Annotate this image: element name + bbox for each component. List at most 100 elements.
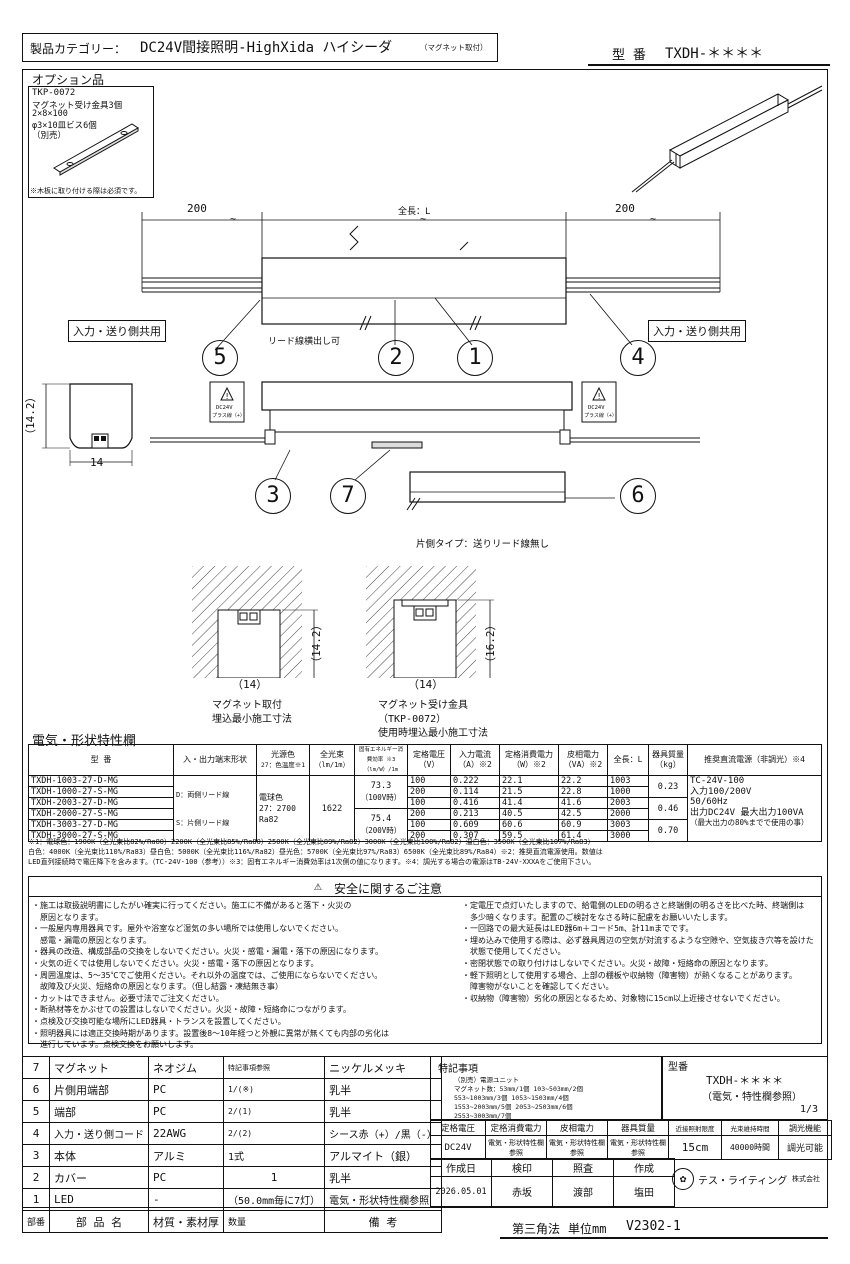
tb-model-box xyxy=(662,1056,828,1120)
tb-v-power: 電気・形状特性欄参照 xyxy=(485,1135,547,1160)
callout-1: 1 xyxy=(457,340,493,376)
callout-7: 7 xyxy=(330,478,366,514)
tb-h-mass: 器具質量 xyxy=(607,1120,669,1136)
tb-model-value: TXDH-＊＊＊＊ xyxy=(706,1074,784,1087)
notes-line-1: マグネット数：53mm/1個 103~503mm/2個 xyxy=(454,1085,583,1093)
safety-title-line xyxy=(28,896,822,897)
parts-footer-note: 備 考 xyxy=(324,1210,442,1233)
safety-right-2: ・一回路での最大延長はLED器6m＋コード5m、計11mまでです。 xyxy=(462,924,694,934)
category-box xyxy=(22,33,498,62)
hdr-power: 定格消費電力（W）※2 xyxy=(499,744,559,776)
part-name-5: 端部 xyxy=(49,1100,150,1123)
power-4: 40.5 xyxy=(499,808,559,820)
tb-v-dist: 15cm xyxy=(668,1135,722,1160)
category-main: DC24V間接照明-HighXida ハイシーダ xyxy=(140,40,393,56)
mass-2: 0.46 xyxy=(648,797,688,820)
model-3: TXDH-2003-27-D-MG xyxy=(28,797,174,809)
safety-left-8: ・カットはできません。必要寸法でご注文ください。 xyxy=(32,993,224,1003)
company-name: テス・ライティング xyxy=(698,1176,788,1187)
safety-right-5: ・密閉状態での取り付けはしないでください。火災・故障・短絡命の原因となります。 xyxy=(462,958,773,968)
safety-left-7: 故障及び火災、短絡命の原因となります。（但し結露・凍結無き事） xyxy=(32,982,283,992)
tb-insp: 検印 xyxy=(491,1158,553,1177)
volt-1: 100 xyxy=(407,775,451,787)
category-prefix: 製品カテゴリー： xyxy=(30,42,127,56)
parts-footer-mat: 材質・素材厚 xyxy=(148,1210,225,1233)
volt-3: 100 xyxy=(407,797,451,809)
part-mat-2: PC xyxy=(148,1166,225,1189)
embed-cap2-l3: 使用時埋込最小施工寸法 xyxy=(378,728,488,739)
power-2: 21.5 xyxy=(499,786,559,798)
len-1: 1003 xyxy=(607,775,649,787)
embed-height-1: （14.2） xyxy=(310,619,323,669)
parts-footer-name: 部 品 名 xyxy=(49,1210,150,1233)
safety-right-1: 多少暗くなります。配置のご検討をなさる時に配慮をお願いいたします。 xyxy=(462,912,733,922)
option-code: TKP-0072 xyxy=(32,88,76,98)
safety-right-6: ・軽下照明として使用する場合、上部の棚板や収納物（障害物）が熱くなることがありま… xyxy=(462,970,797,980)
label-io-left: 入力・送り側共用 xyxy=(68,320,166,342)
va-1: 22.2 xyxy=(558,775,608,787)
curr-5: 0.609 xyxy=(450,819,500,831)
embed-width-1: （14） xyxy=(232,678,268,691)
dim-right: 200 xyxy=(615,202,635,215)
part-finish-6: 乳半 xyxy=(324,1078,442,1101)
model-1: TXDH-1003-27-D-MG xyxy=(28,775,174,787)
hdr-io: 入・出力端末形状 xyxy=(173,744,257,776)
safety-right: ・定電圧で点灯いたしますので、給電側のLEDの明るさと終端側の明るさを比べた時、… xyxy=(462,900,814,1004)
va-4: 42.5 xyxy=(558,808,608,820)
dim-left: 200 xyxy=(187,202,207,215)
single-side-note: 片側タイプ：送りリード線無し xyxy=(416,539,550,550)
hdr-mass: 器具質量（kg） xyxy=(648,744,688,776)
mass-3: 0.70 xyxy=(648,819,688,842)
model-label: 型 番 xyxy=(612,48,646,63)
tb-sign-table: 作成日 検印 照査 作成 2026.05.01 赤坂 渡部 塩田 xyxy=(430,1158,675,1207)
eff-cell-2: 75.4（200V時） xyxy=(354,808,408,842)
option-title: オプション品 xyxy=(32,73,105,87)
tb-v-volt: DC24V xyxy=(430,1135,486,1160)
warn-text-left-1: DC24V xyxy=(216,405,233,411)
safety-box xyxy=(28,876,822,1044)
part-mat-7: ネオジム xyxy=(148,1056,225,1079)
tb-date: 2026.05.01 xyxy=(430,1176,492,1207)
part-finish-2: 乳半 xyxy=(324,1166,442,1189)
embed-figure-2 xyxy=(366,566,494,678)
model-value: TXDH-＊＊＊＊ xyxy=(665,46,764,62)
part-qty-2: 1 xyxy=(223,1166,326,1189)
safety-left-10: ・点検及び交換可能な場所にLED器具・トランスを設置してください。 xyxy=(32,1016,286,1026)
part-no-1: 1 xyxy=(21,1188,51,1211)
callout-3: 3 xyxy=(255,478,291,514)
part-name-6: 片側用端部 xyxy=(49,1078,150,1101)
tb-check: 照査 xyxy=(552,1158,614,1177)
svg-text:~: ~ xyxy=(650,214,656,225)
notes-line-3: 1553~2003mm/5個 2053~2503mm/6個 xyxy=(454,1103,573,1111)
part-qty-3: 1式 xyxy=(223,1144,326,1167)
part-qty-4: 2/(2) xyxy=(223,1122,326,1145)
part-qty-7: 特記事項参照 xyxy=(223,1056,326,1079)
part-name-2: カバー xyxy=(49,1166,150,1189)
option-line-2: 2×8×100 xyxy=(32,109,68,119)
header-underline xyxy=(588,64,830,66)
volt-6: 200 xyxy=(407,830,451,842)
part-no-5: 5 xyxy=(21,1100,51,1123)
dim-total: 全長：L xyxy=(398,207,431,217)
hdr-curr: 入力電流（A）※2 xyxy=(450,744,500,776)
eff-cell-1: 73.3（100V時） xyxy=(354,775,408,809)
hdr-model: 型 番 xyxy=(28,744,174,776)
part-finish-5: 乳半 xyxy=(324,1100,442,1123)
option-box xyxy=(28,86,154,198)
part-no-3: 3 xyxy=(21,1144,51,1167)
tb-h-dist: 近接照射限度 xyxy=(668,1120,722,1136)
hdr-len: 全長：L xyxy=(607,744,649,776)
version: V2302-1 xyxy=(626,1219,681,1234)
embed-figure-1 xyxy=(192,566,318,678)
len-2: 1000 xyxy=(607,786,649,798)
svg-text:~: ~ xyxy=(420,214,426,225)
hdr-va: 皮相電力（VA）※2 xyxy=(558,744,608,776)
unit: 単位mm xyxy=(568,1222,607,1236)
tb-h-volt: 定格電圧 xyxy=(430,1120,486,1136)
warn-text-right-1: DC24V xyxy=(588,405,605,411)
curr-3: 0.416 xyxy=(450,797,500,809)
tb-page: 1/3 xyxy=(800,1104,819,1115)
part-no-7: 7 xyxy=(21,1056,51,1079)
